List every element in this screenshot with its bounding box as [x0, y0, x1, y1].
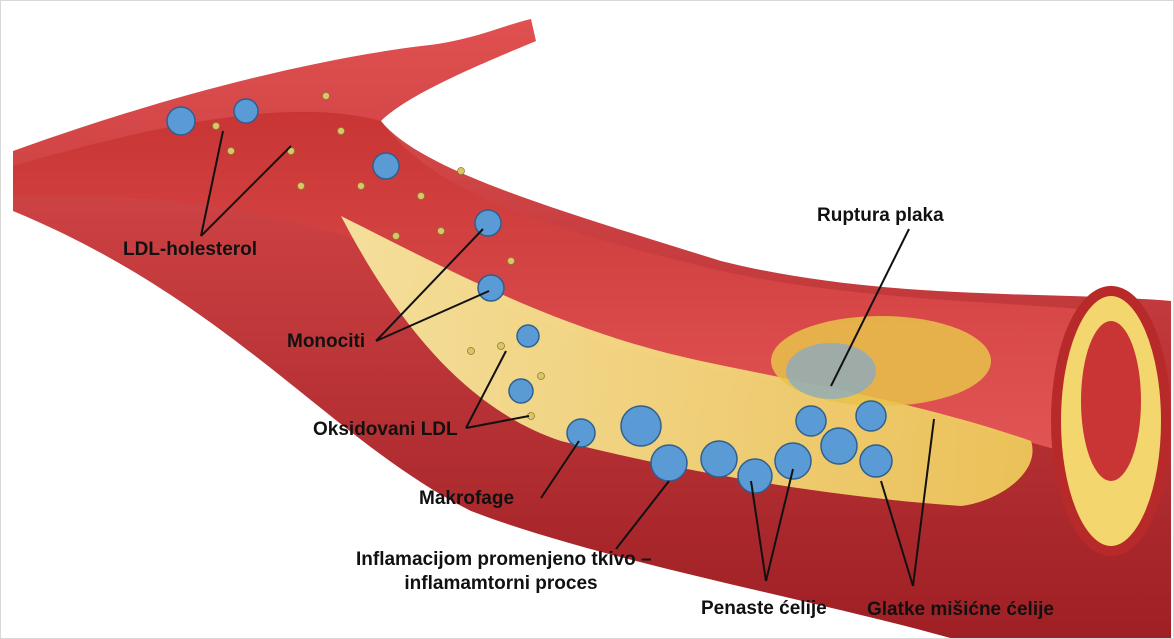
- label-inflamed-tissue: Inflamacijom promenjeno tkivo – inflamam…: [356, 549, 646, 595]
- label-ruptura-plaka: Ruptura plaka: [817, 205, 944, 227]
- label-makrofage: Makrofage: [419, 488, 514, 510]
- label-monociti: Monociti: [287, 331, 365, 353]
- label-inflamed-line2: inflamamtorni proces: [356, 573, 646, 595]
- label-oksidovani-ldl: Oksidovani LDL: [313, 419, 458, 441]
- plaque-rupture-cluster: [771, 316, 991, 406]
- label-inflamed-line1: Inflamacijom promenjeno tkivo –: [356, 549, 646, 571]
- label-glatke-misicne-celije: Glatke mišićne ćelije: [867, 599, 1054, 621]
- label-penaste-celije: Penaste ćelije: [701, 598, 827, 620]
- label-ldl-holesterol: LDL-holesterol: [123, 239, 257, 261]
